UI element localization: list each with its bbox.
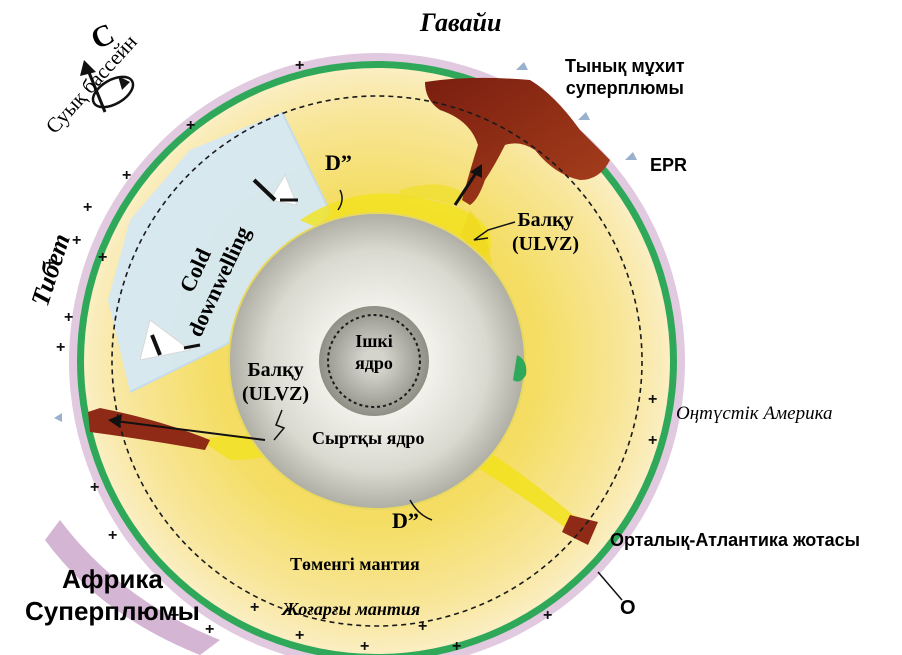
ulvz-left-label: Балқу (ULVZ) [242,358,309,406]
d-double-prime-top-label: D” [325,150,352,176]
lower-mantle-label: Төменгі мантия [290,554,420,575]
d-double-prime-bottom-label: D” [392,508,419,534]
africa-superplume-label: Африка Суперплюмы [25,563,200,627]
mid-atlantic-ridge-label: Орталық-Атлантика жотасы [610,530,860,551]
upper-mantle-label: Жоғарғы мантия [282,599,420,620]
ulvz-right-label: Балқу (ULVZ) [512,208,579,256]
epr-label: EPR [650,155,687,176]
o-marker-label: O [620,597,636,620]
south-america-label: Оңтүстік Америка [676,403,833,425]
outer-core-label: Сыртқы ядро [312,428,424,449]
cold-basin-label: Суық бассейн [41,30,143,139]
pacific-superplume-label: Тынық мұхит суперплюмы [565,55,685,99]
inner-core-label: Ішкі ядро [344,330,404,374]
hawaii-label: Гавайи [420,8,501,38]
tibet-label: Тибет [25,230,76,310]
cold-downwelling-label: Cold downwelling [159,211,256,340]
